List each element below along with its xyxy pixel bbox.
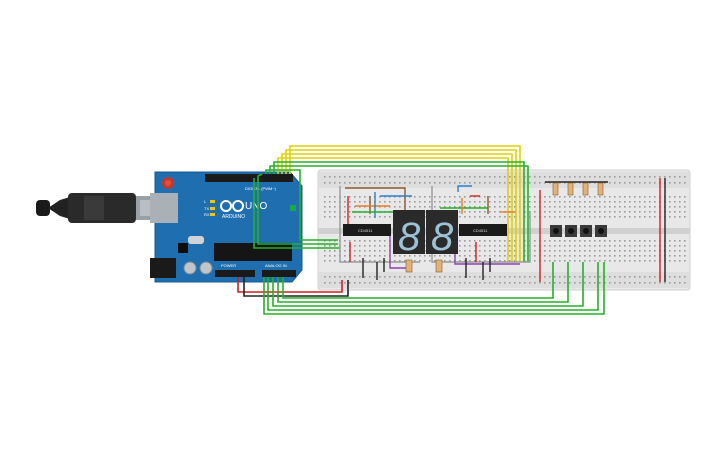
- chip-2-label: CD4511: [473, 228, 488, 233]
- led-l-label: L: [204, 199, 207, 204]
- chip-1-label: CD4511: [358, 228, 373, 233]
- power-jack: [150, 258, 176, 278]
- display-2-digit: 8: [431, 215, 454, 259]
- atmega-chip: [214, 243, 292, 261]
- seven-segment-display-1[interactable]: 8: [393, 210, 425, 259]
- digital-header: [205, 174, 293, 182]
- usb-cable[interactable]: [36, 193, 162, 223]
- usb-port: [150, 193, 178, 223]
- display-1-digit: 8: [398, 215, 421, 259]
- led-tx-label: TX: [204, 206, 209, 211]
- arduino-model: UNO: [245, 201, 267, 212]
- arduino-uno-board[interactable]: ARDUINO UNO DIGITAL (PWM~) POWER ANALOG …: [150, 171, 303, 283]
- breadboard-wires[interactable]: [339, 178, 666, 282]
- led-rx-label: RX: [204, 212, 210, 217]
- push-button-3: [580, 225, 592, 237]
- decoder-chip-2[interactable]: CD4511: [459, 224, 507, 236]
- analog-wires[interactable]: [237, 262, 605, 315]
- resistors[interactable]: [405, 182, 604, 273]
- digital-wires[interactable]: [253, 145, 529, 262]
- power-header: [215, 270, 255, 277]
- arduino-logo-icon: [220, 200, 244, 212]
- push-buttons[interactable]: [550, 225, 607, 237]
- analog-header: [262, 270, 296, 277]
- seven-segment-display-2[interactable]: 8: [426, 210, 458, 259]
- decoder-chip-1[interactable]: CD4511: [343, 224, 391, 236]
- push-button-4: [595, 225, 607, 237]
- analog-header-label: ANALOG IN: [265, 263, 287, 268]
- push-button-1: [550, 225, 562, 237]
- power-header-label: POWER: [221, 263, 236, 268]
- on-led: [290, 205, 296, 211]
- push-button-2: [565, 225, 577, 237]
- arduino-brand: ARDUINO: [222, 214, 245, 220]
- digital-header-label: DIGITAL (PWM~): [245, 186, 277, 191]
